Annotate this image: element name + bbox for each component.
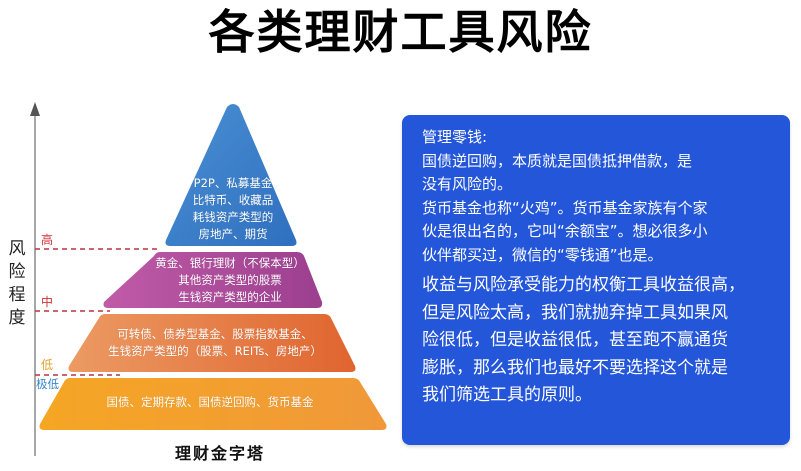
tier-high-risk-text: P2P、私募基金 比特币、收藏品 耗钱资产类型的 房地产、期货 — [163, 175, 303, 243]
risk-axis — [30, 102, 40, 456]
level-very-low: 极低 — [36, 377, 59, 391]
level-medium: 中 — [41, 295, 54, 309]
info-line: 伙是很出名的，它叫“余额宝”。想必很多小 — [422, 222, 708, 240]
tier-line: 耗钱资产类型的 — [192, 210, 274, 224]
axis-label-char: 险 — [8, 262, 26, 282]
axis-label-char: 风 — [8, 239, 26, 259]
arrow-up-icon — [30, 102, 40, 116]
pyramid-caption: 理财金字塔 — [174, 444, 265, 463]
info-line: 没有风险的。 — [422, 175, 513, 193]
info-line: 我们筛选工具的原则。 — [422, 385, 592, 405]
tier-medium-risk-text: 黄金、银行理财（不保本型） 其他资产类型的股票 生钱资产类型的企业 — [130, 255, 330, 306]
tier-very-low-risk — [39, 378, 387, 430]
tier-medium-risk — [103, 252, 323, 308]
tier-line: 可转债、债券型基金、股票指数基金、 — [117, 327, 313, 341]
tier-low-risk — [68, 314, 356, 372]
level-low: 低 — [41, 358, 54, 372]
info-paragraph-principle: 收益与风险承受能力的权衡工具收益很高， 但是风险太高，我们就抛弃掉工具如果风 险… — [422, 272, 780, 410]
info-line: 险很低，但是收益很低，甚至跑不赢通货 — [422, 330, 728, 350]
info-line: 但是风险太高，我们就抛弃掉工具如果风 — [422, 302, 728, 323]
info-line: 货币基金也称“火鸡”。货币基金家族有个家 — [422, 198, 708, 217]
tier-line: 国债、定期存款、国债逆回购、货币基金 — [106, 395, 314, 409]
tier-line: 比特币、收藏品 — [192, 193, 274, 207]
info-line: 国债逆回购，本质就是国债抵押借款，是 — [422, 151, 693, 170]
tier-line: 生钱资产类型的企业 — [178, 290, 282, 304]
info-box: 管理零钱: 国债逆回购，本质就是国债抵押借款，是 没有风险的。 货币基金也称“火… — [402, 115, 790, 445]
axis-label-char: 度 — [8, 308, 26, 328]
tier-line: 生钱资产类型的（股票、REITs、房地产） — [108, 344, 322, 358]
info-line: 膨胀，那么我们也最好不要选择这个就是 — [422, 357, 728, 378]
info-line: 伙伴都买过，微信的“零钱通”也是。 — [422, 245, 663, 264]
info-heading: 管理零钱: — [422, 128, 488, 146]
tier-low-risk-text: 可转债、债券型基金、股票指数基金、 生钱资产类型的（股票、REITs、房地产） — [95, 326, 335, 360]
risk-axis-label: 风 险 程 度 — [6, 238, 28, 330]
tier-line: 黄金、银行理财（不保本型） — [155, 256, 305, 270]
tier-very-low-risk-text: 国债、定期存款、国债逆回购、货币基金 — [85, 394, 335, 411]
tier-high-risk — [165, 104, 297, 246]
tier-line: 其他资产类型的股票 — [178, 273, 282, 287]
level-high: 高 — [41, 233, 54, 247]
level-dividers — [35, 248, 160, 376]
info-paragraph-money-management: 管理零钱: 国债逆回购，本质就是国债抵押借款，是 没有风险的。 货币基金也称“火… — [422, 126, 780, 267]
tier-line: P2P、私募基金 — [193, 176, 273, 190]
axis-label-char: 程 — [8, 285, 26, 305]
page-title: 各类理财工具风险 — [208, 5, 593, 59]
info-line: 收益与风险承受能力的权衡工具收益很高， — [422, 275, 745, 295]
tier-line: 房地产、期货 — [198, 227, 268, 241]
